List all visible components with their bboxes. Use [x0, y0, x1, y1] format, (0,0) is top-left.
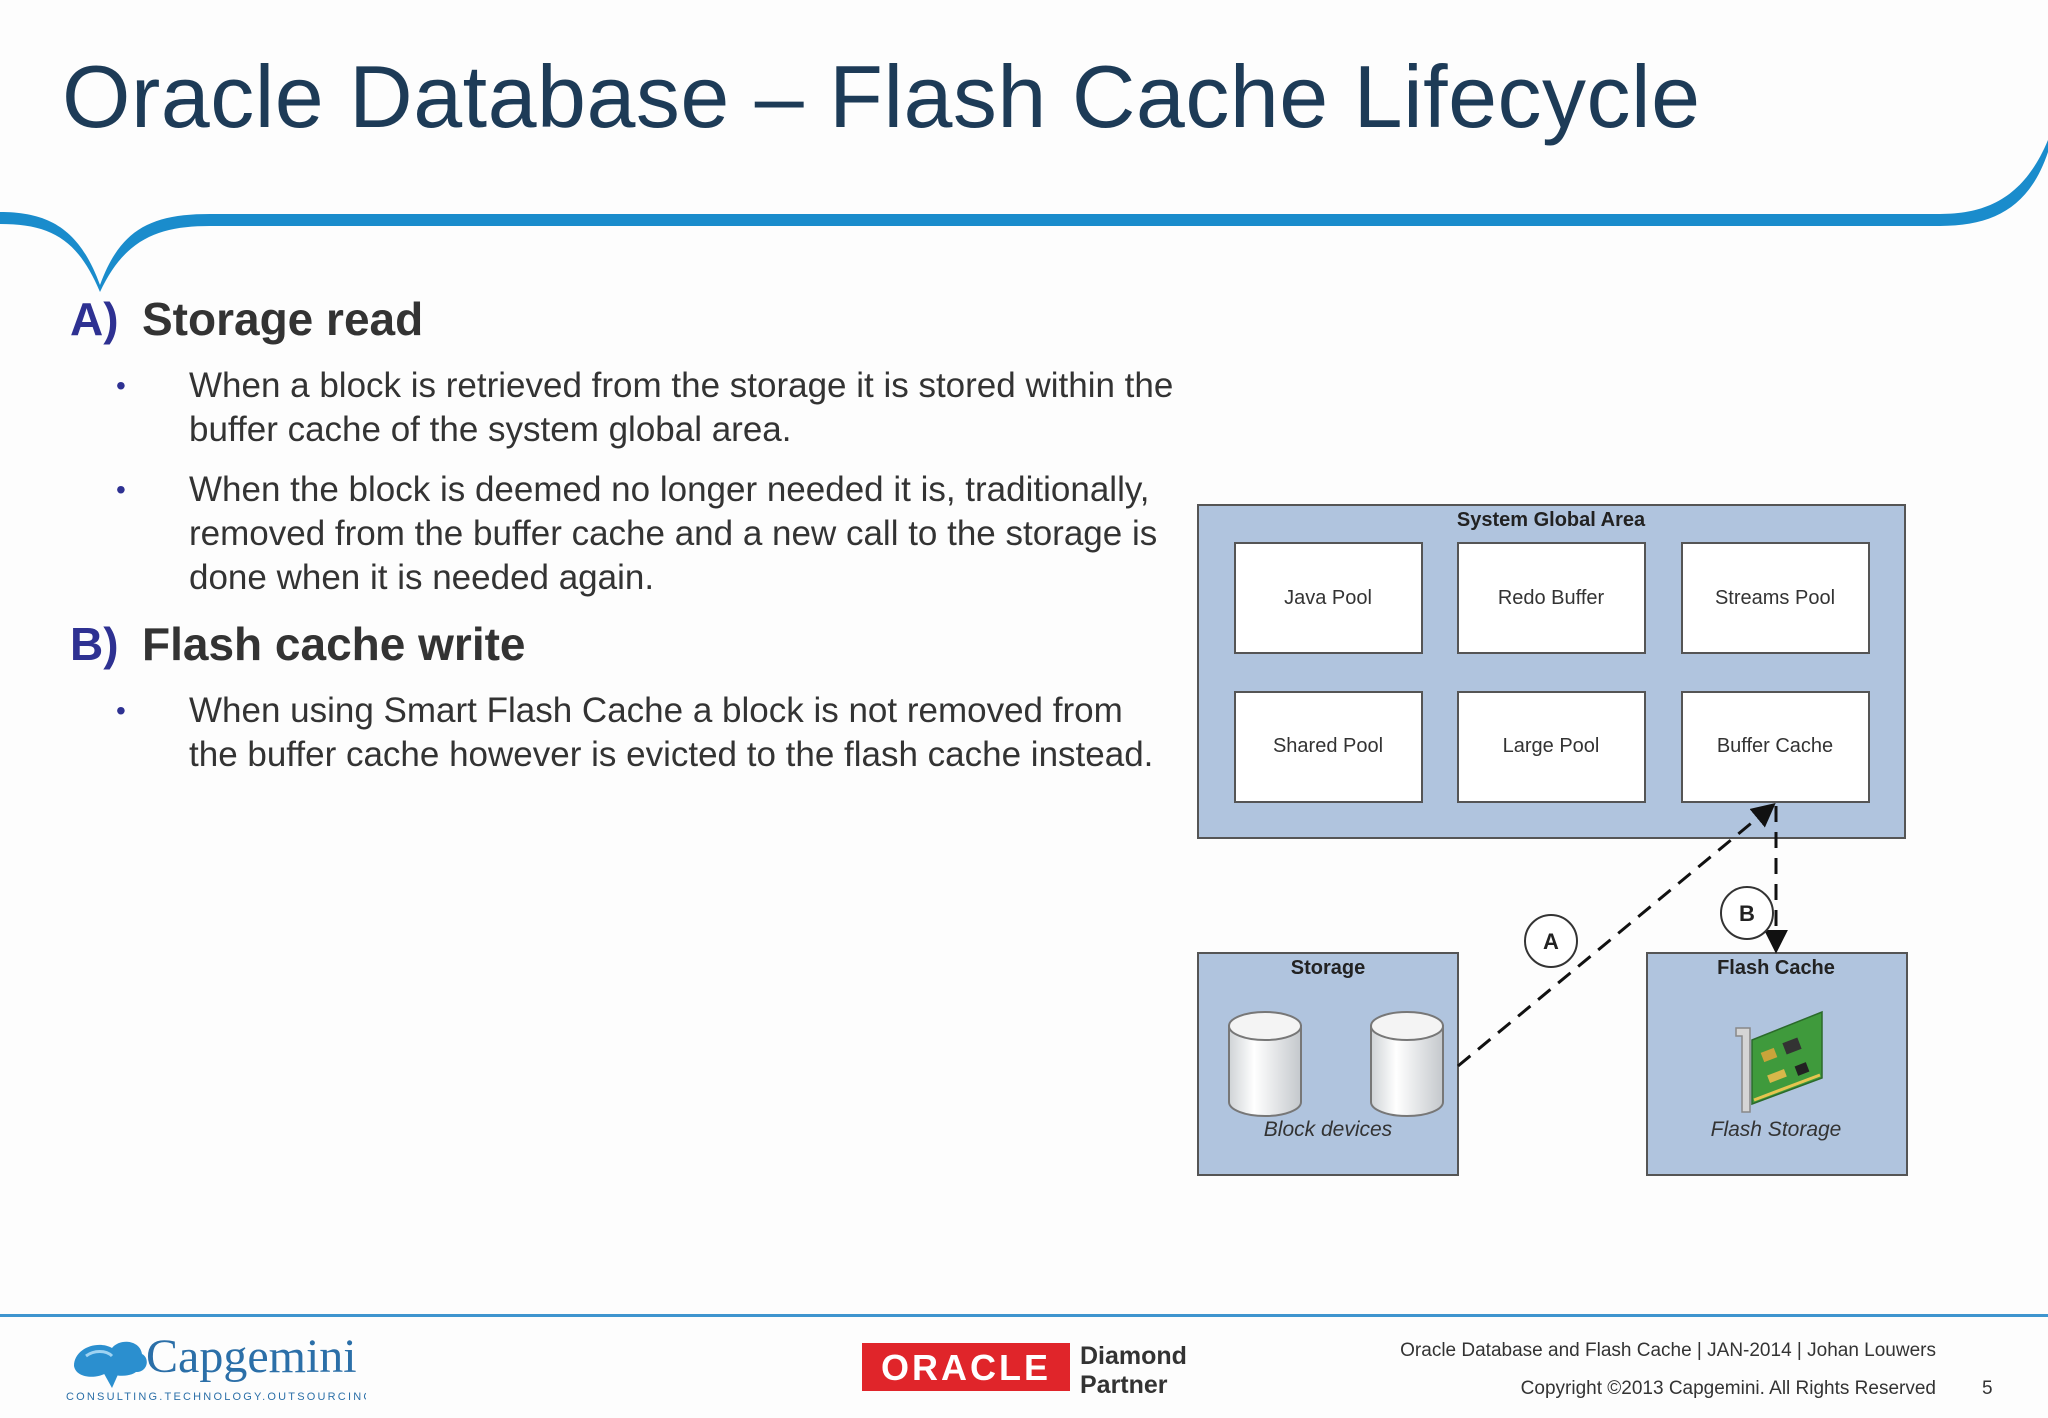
footer-divider	[0, 1314, 2048, 1317]
bullet-text: When the block is deemed no longer neede…	[189, 470, 1158, 597]
page-number: 5	[1982, 1378, 1993, 1399]
pool-box: Shared Pool	[1234, 691, 1423, 803]
storage-caption: Block devices	[1264, 1118, 1393, 1141]
oracle-diamond-partner-logo: ORACLE Diamond Partner	[862, 1342, 1187, 1399]
pool-label: Java Pool	[1284, 587, 1372, 609]
marker-a: A	[1524, 914, 1578, 968]
footer-meta: Oracle Database and Flash Cache | JAN-20…	[1400, 1340, 1936, 1361]
flash-card-icon	[1735, 1010, 1823, 1113]
section-letter: B)	[70, 618, 119, 670]
capgemini-spade-icon	[74, 1341, 147, 1388]
pool-box: Large Pool	[1457, 691, 1646, 803]
flash-cache-title: Flash Cache	[1717, 957, 1835, 979]
marker-b: B	[1720, 886, 1774, 940]
bullet-dot-icon: •	[116, 695, 126, 726]
flash-cache-box: Flash Cache Flash Storage	[1646, 952, 1908, 1176]
marker-b-label: B	[1739, 901, 1755, 926]
capgemini-tagline: CONSULTING.TECHNOLOGY.OUTSOURCING	[66, 1391, 366, 1403]
storage-read-arrow	[1457, 802, 1776, 1068]
bullet-item: • When using Smart Flash Cache a block i…	[116, 689, 1176, 777]
pool-box: Java Pool	[1234, 542, 1423, 654]
sga-title: System Global Area	[1457, 509, 1646, 531]
disk-cylinder-icon	[1228, 1011, 1302, 1117]
pool-label: Streams Pool	[1715, 587, 1835, 609]
marker-a-label: A	[1543, 929, 1559, 954]
section-b-heading: B) Flash cache write	[70, 617, 526, 671]
bullet-text: When a block is retrieved from the stora…	[189, 366, 1174, 449]
pool-box: Redo Buffer	[1457, 542, 1646, 654]
section-a-heading: A) Storage read	[70, 292, 423, 346]
slide-title: Oracle Database – Flash Cache Lifecycle	[62, 47, 1701, 146]
capgemini-logo: Capgemini CONSULTING.TECHNOLOGY.OUTSOURC…	[66, 1330, 366, 1403]
pool-label: Large Pool	[1503, 735, 1600, 757]
storage-title: Storage	[1291, 957, 1365, 979]
oracle-tier-line2: Partner	[1080, 1371, 1168, 1399]
storage-box: Storage Block devices	[1197, 952, 1459, 1176]
bullet-dot-icon: •	[116, 370, 126, 401]
pool-label: Redo Buffer	[1498, 587, 1605, 609]
section-letter: A)	[70, 293, 119, 345]
bullet-text: When using Smart Flash Cache a block is …	[189, 691, 1154, 774]
bullet-item: • When the block is deemed no longer nee…	[116, 468, 1176, 600]
bullet-dot-icon: •	[116, 474, 126, 505]
disk-cylinder-icon	[1370, 1011, 1444, 1117]
section-title: Flash cache write	[142, 618, 526, 670]
flash-cache-caption: Flash Storage	[1711, 1118, 1842, 1141]
pool-label: Shared Pool	[1273, 735, 1383, 757]
header-swoosh-decoration	[0, 140, 2048, 292]
pool-box: Streams Pool	[1681, 542, 1870, 654]
footer-copyright: Copyright ©2013 Capgemini. All Rights Re…	[1520, 1378, 1936, 1399]
oracle-wordmark: ORACLE	[881, 1347, 1051, 1388]
section-title: Storage read	[142, 293, 424, 345]
pool-box-buffer-cache: Buffer Cache	[1681, 691, 1870, 803]
capgemini-wordmark: Capgemini	[146, 1330, 357, 1383]
oracle-tier-line1: Diamond	[1080, 1342, 1187, 1370]
pool-label: Buffer Cache	[1717, 735, 1833, 757]
bullet-item: • When a block is retrieved from the sto…	[116, 364, 1176, 452]
